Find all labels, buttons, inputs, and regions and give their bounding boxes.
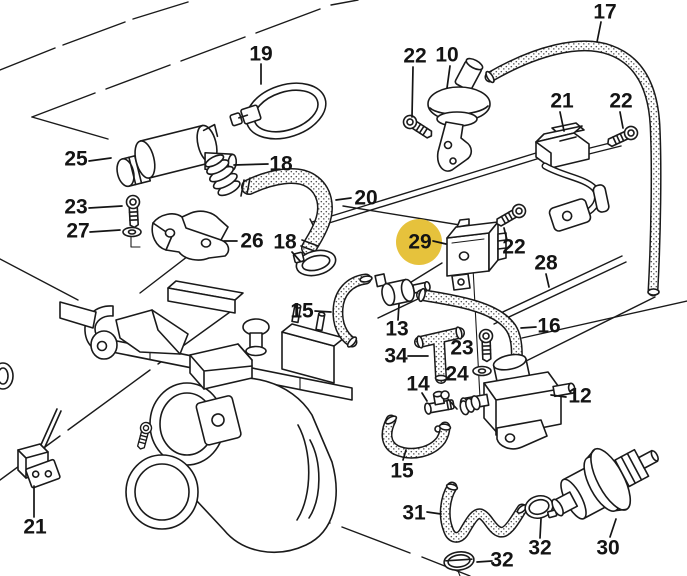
part-label-15: 15 bbox=[390, 460, 414, 483]
part-label-15: 15 bbox=[290, 300, 314, 323]
part-label-32: 32 bbox=[490, 549, 513, 572]
part-label-30: 30 bbox=[596, 537, 619, 560]
hose-clamp-32-lower bbox=[443, 551, 475, 571]
pipe-28 bbox=[489, 255, 627, 325]
part-label-10: 10 bbox=[435, 44, 458, 67]
spacer-sleeve bbox=[459, 395, 481, 416]
leader-line-25 bbox=[88, 157, 112, 162]
leader-line-28 bbox=[545, 273, 550, 288]
leader-line-22 bbox=[411, 66, 414, 118]
part-label-22: 22 bbox=[609, 90, 632, 113]
switch-valve-29 bbox=[446, 218, 507, 291]
part-label-18: 18 bbox=[269, 153, 293, 176]
hose-31 bbox=[439, 481, 528, 543]
part-label-31: 31 bbox=[402, 502, 426, 525]
grommet-ring bbox=[0, 362, 14, 390]
leader-line-27 bbox=[89, 229, 121, 233]
leader-line-32 bbox=[539, 518, 542, 539]
hose-clamp-18-lower bbox=[292, 249, 337, 277]
leader-line-18 bbox=[233, 163, 269, 166]
bracket-26 bbox=[151, 210, 230, 261]
leader-line-18 bbox=[291, 251, 301, 262]
part-label-24: 24 bbox=[445, 363, 469, 386]
leader-line-12 bbox=[550, 394, 567, 398]
leader-line-13 bbox=[397, 303, 400, 321]
part-label-25: 25 bbox=[64, 148, 88, 171]
throttle-body-assembly bbox=[59, 280, 353, 553]
leader-line-14 bbox=[421, 392, 428, 402]
part-label-12: 12 bbox=[568, 385, 591, 408]
hose-clamp-19 bbox=[229, 82, 327, 140]
screw-23-upper bbox=[125, 194, 142, 229]
connector-21-bottom bbox=[17, 408, 62, 489]
leader-line-15 bbox=[314, 310, 332, 313]
screw-22-middle bbox=[492, 201, 529, 231]
lower-bracket bbox=[195, 395, 242, 446]
leader-line-31 bbox=[426, 511, 442, 515]
part-label-18: 18 bbox=[273, 231, 297, 254]
solenoid-valve-12 bbox=[440, 353, 576, 450]
leader-line-21 bbox=[559, 111, 565, 132]
part-label-20: 20 bbox=[354, 187, 377, 210]
part-label-28: 28 bbox=[534, 252, 558, 275]
part-label-26: 26 bbox=[240, 230, 263, 253]
washer-24 bbox=[472, 365, 492, 377]
leader-line-17 bbox=[596, 21, 602, 43]
vacuum-valve-30 bbox=[551, 447, 659, 520]
part-label-22: 22 bbox=[403, 45, 426, 68]
hose-clamp-32-upper bbox=[524, 494, 558, 520]
fuel-pipe bbox=[309, 140, 622, 228]
leader-line-22 bbox=[503, 227, 508, 241]
leader-line-22 bbox=[619, 111, 624, 129]
hose-17 bbox=[484, 40, 662, 297]
part-label-13: 13 bbox=[385, 318, 408, 341]
part-label-17: 17 bbox=[593, 1, 616, 24]
leader-line-32 bbox=[476, 560, 493, 563]
part-label-32: 32 bbox=[528, 537, 551, 560]
leader-line-20 bbox=[335, 197, 352, 201]
screw-22-left bbox=[400, 112, 436, 143]
part-label-27: 27 bbox=[66, 220, 89, 243]
leader-line-29 bbox=[432, 240, 447, 245]
part-label-22: 22 bbox=[502, 236, 525, 259]
connector-21-top bbox=[535, 122, 610, 232]
part-label-14: 14 bbox=[406, 373, 430, 396]
part-label-23: 23 bbox=[450, 337, 473, 360]
part-label-21: 21 bbox=[23, 516, 47, 539]
screw-23-middle bbox=[478, 328, 495, 363]
check-valve-13 bbox=[374, 273, 431, 307]
leader-line-23 bbox=[88, 205, 123, 209]
leader-line-30 bbox=[609, 518, 617, 538]
hose-34-tee bbox=[414, 326, 465, 384]
hose-15-upper bbox=[332, 273, 373, 348]
leader-line-16 bbox=[520, 326, 537, 329]
adapter-18-upper bbox=[204, 154, 241, 197]
highlight-circle bbox=[396, 219, 442, 265]
part-label-23: 23 bbox=[64, 196, 87, 219]
mounting-stud bbox=[440, 390, 458, 410]
part-label-34: 34 bbox=[384, 345, 408, 368]
part-label-16: 16 bbox=[537, 315, 560, 338]
leader-line-10 bbox=[446, 65, 451, 89]
vacuum-valve-10 bbox=[427, 57, 491, 172]
part-label-21: 21 bbox=[550, 90, 574, 113]
washer-27 bbox=[122, 226, 142, 238]
part-label-19: 19 bbox=[249, 43, 272, 66]
hose-15-lower bbox=[381, 414, 452, 459]
hose-20 bbox=[240, 168, 333, 256]
leader-line-15 bbox=[402, 449, 407, 461]
part-label-29: 29 bbox=[408, 231, 431, 254]
